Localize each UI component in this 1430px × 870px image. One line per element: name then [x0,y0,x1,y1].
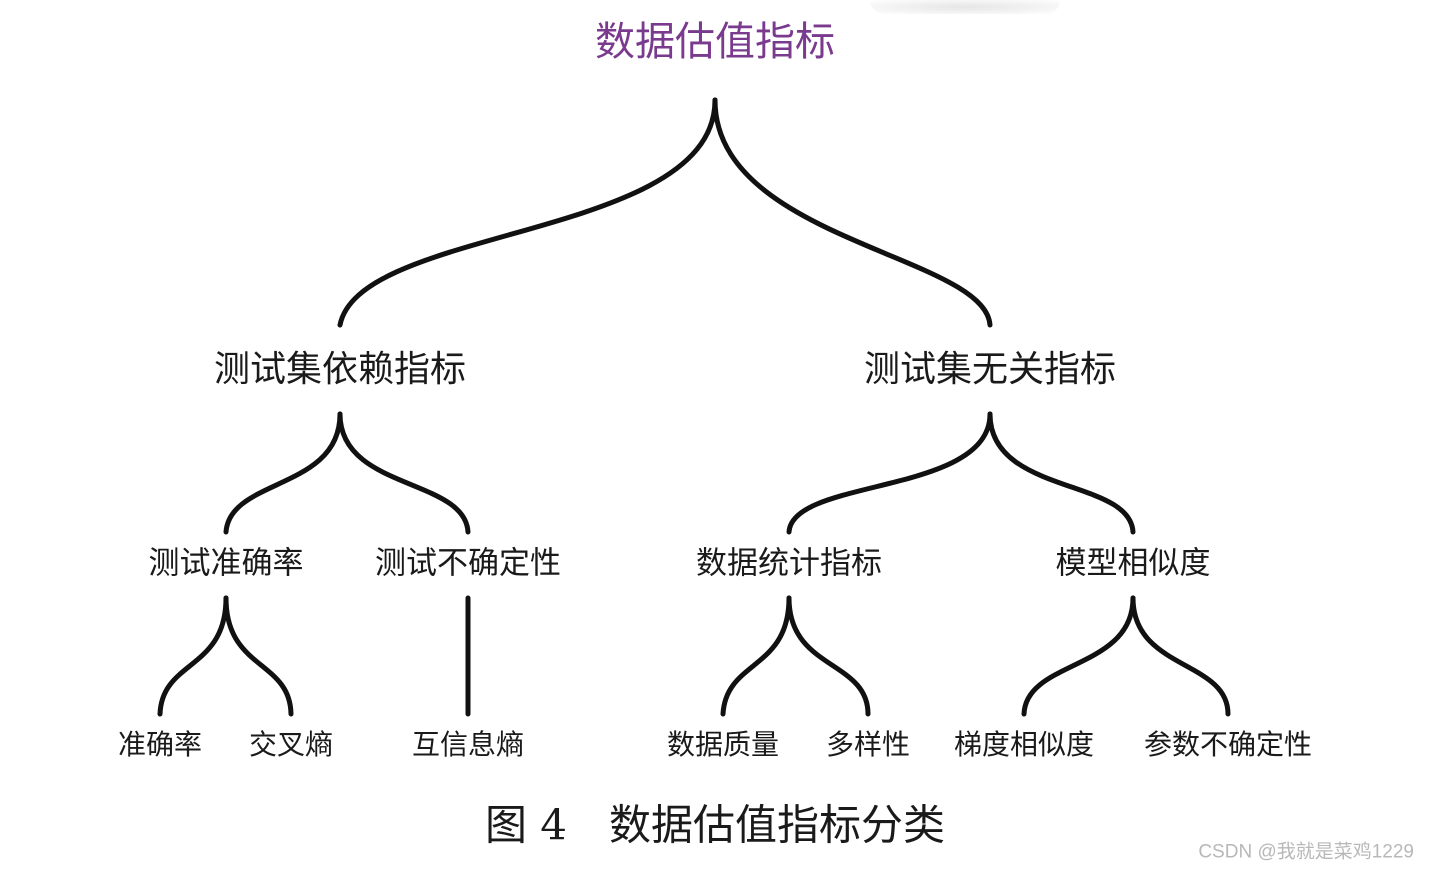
figure-caption: 图 4 数据估值指标分类 [485,792,945,853]
leaf-parameter-uncertainty: 参数不确定性 [1143,728,1313,761]
connector-accuracy-right [223,595,294,717]
connector-statistics-left [720,595,792,717]
scan-smudge [870,0,1060,14]
node-test-accuracy: 测试准确率 [148,545,304,582]
connector-accuracy-left [157,595,229,717]
csdn-watermark: CSDN @我就是菜鸡1229 [1198,841,1414,863]
node-test-uncertainty: 测试不确定性 [375,545,561,582]
leaf-cross-entropy: 交叉熵 [248,728,334,761]
figure-number: 图 4 [484,800,568,850]
connector-root-left [337,97,718,328]
node-data-statistics: 数据统计指标 [696,545,882,582]
leaf-mutual-information: 互信息熵 [411,728,525,761]
leaf-diversity: 多样性 [825,728,911,761]
leaf-data-quality: 数据质量 [666,728,780,761]
leaf-gradient-similarity: 梯度相似度 [953,728,1095,761]
connector-dependent-left [223,411,343,535]
connector-similarity-left [1021,595,1136,717]
leaf-accuracy: 准确率 [117,728,203,761]
connector-statistics-right [786,595,871,717]
connector-dependent-right [337,411,471,535]
figure-title: 数据估值指标分类 [609,800,946,850]
connector-similarity-right [1130,595,1231,717]
connector-independent-left [786,411,993,535]
root-node-label: 数据估值指标 [595,19,835,65]
connector-root-right [712,97,993,328]
node-test-set-independent: 测试集无关指标 [863,349,1117,390]
node-test-set-dependent: 测试集依赖指标 [213,349,467,390]
connector-independent-right [987,411,1136,535]
node-model-similarity: 模型相似度 [1055,545,1211,582]
